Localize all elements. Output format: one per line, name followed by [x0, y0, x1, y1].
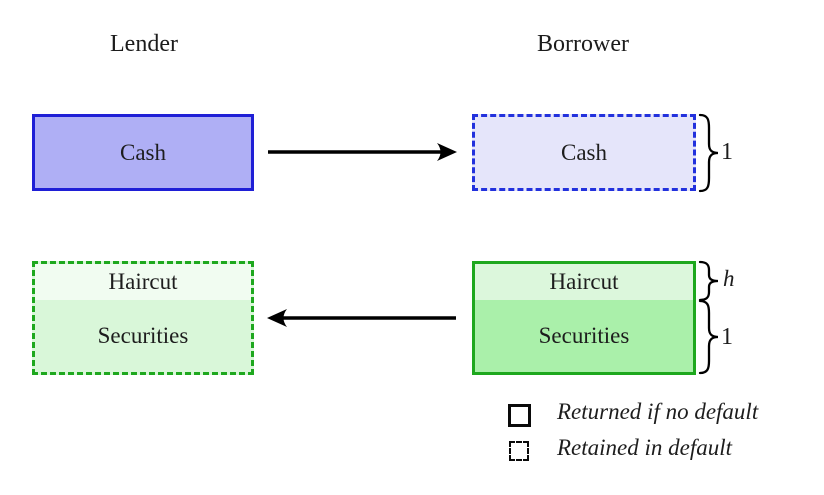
haircut-amount-label: h: [723, 266, 735, 291]
cash-curly-brace-icon: [698, 113, 719, 193]
arrow-right-icon: [268, 143, 457, 161]
lender-collateral-box: Haircut Securities: [32, 261, 254, 375]
haircut-curly-brace-icon: [698, 260, 719, 302]
lender-cash-label: Cash: [120, 139, 166, 165]
borrower-securities-section: Securities: [475, 300, 693, 372]
dashed-square-icon: [509, 441, 529, 461]
borrower-haircut-section: Haircut: [475, 264, 693, 300]
legend-label-default: Retained in default: [557, 435, 733, 460]
legend-label-no-default: Returned if no default: [557, 399, 759, 424]
arrow-left-icon: [267, 309, 456, 327]
borrower-haircut-label: Haircut: [549, 269, 619, 294]
cash-amount-label: 1: [721, 139, 733, 165]
borrower-collateral-box: Haircut Securities: [472, 261, 696, 375]
lender-securities-label: Securities: [97, 323, 189, 348]
lender-haircut-section: Haircut: [35, 264, 251, 300]
securities-curly-brace-icon: [698, 299, 719, 375]
lender-securities-section: Securities: [35, 300, 251, 372]
borrower-column-title: Borrower: [537, 31, 629, 57]
lender-column-title: Lender: [110, 31, 178, 57]
lender-haircut-label: Haircut: [108, 269, 178, 294]
securities-amount-label: 1: [721, 324, 733, 350]
borrower-cash-box: Cash: [472, 114, 696, 191]
borrower-securities-label: Securities: [538, 323, 630, 348]
borrower-cash-label: Cash: [561, 139, 607, 165]
lender-cash-box: Cash: [32, 114, 254, 191]
solid-square-icon: [508, 404, 531, 427]
